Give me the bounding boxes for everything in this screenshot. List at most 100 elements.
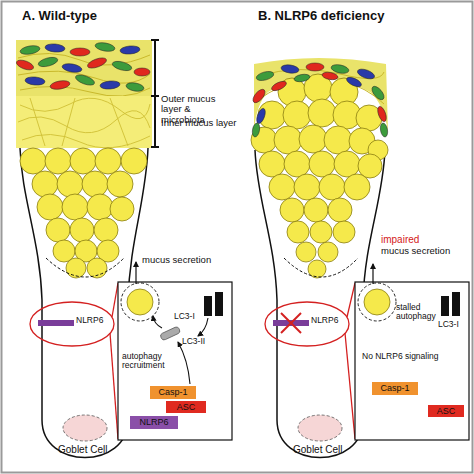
bacteria	[86, 56, 108, 70]
mucus-granules	[344, 174, 370, 200]
secretion-arrow	[372, 264, 373, 284]
bacteria	[294, 73, 311, 83]
deletion-cross	[281, 313, 301, 333]
mucus-granules	[62, 194, 88, 220]
bacteria	[134, 68, 150, 76]
mucus-granules	[296, 242, 316, 262]
inset-granule	[358, 283, 396, 321]
zoom-circle	[347, 283, 355, 317]
inner-mucus-layer	[16, 96, 152, 148]
inner-mucus-layer	[16, 96, 152, 148]
protein-label: NLRP6	[76, 316, 116, 325]
zoom-circle	[265, 283, 355, 439]
bacteria	[45, 43, 66, 53]
box-text: Casp-1	[378, 384, 411, 393]
lc3-bars	[452, 292, 460, 316]
mucus-granules	[20, 148, 46, 174]
lc3-bars	[204, 292, 223, 316]
mucus-granules	[324, 126, 352, 154]
mucus-granules	[259, 151, 285, 177]
mucus-granules	[46, 218, 70, 242]
autophagy-arrows	[153, 316, 208, 384]
bacteria	[15, 58, 35, 72]
protein-box: NLRP6	[130, 416, 178, 429]
inset-granule	[358, 283, 396, 321]
disrupted-mucus-layer	[254, 58, 388, 132]
bacteria	[306, 63, 324, 71]
mucus-granules	[70, 148, 96, 174]
box-text: Casp-1	[156, 388, 189, 397]
bacteria	[370, 84, 386, 101]
mucus-granules	[20, 148, 147, 278]
bacteria	[94, 41, 115, 52]
lc3-bars	[441, 292, 460, 316]
bacteria	[281, 64, 300, 74]
status-label: impaired	[381, 234, 441, 245]
nucleus	[298, 415, 342, 441]
inset-granule	[127, 289, 153, 315]
mucus-granules	[284, 151, 310, 177]
cell-label: Goblet Cell	[58, 444, 128, 455]
mucus-granules	[280, 198, 304, 222]
bacteria	[49, 79, 70, 90]
panel-title: B. NLRP6 deficiency	[258, 9, 458, 23]
layer-bracket	[154, 40, 156, 147]
outer-mucus-layer	[16, 40, 152, 96]
lc3-membrane	[160, 326, 181, 341]
protein-label: LC3-I	[174, 312, 204, 321]
mucus-granules	[309, 151, 335, 177]
mucus-granules	[121, 148, 147, 174]
bacteria	[100, 80, 121, 90]
mucus-granules	[66, 258, 86, 278]
mucus-granules	[82, 171, 108, 197]
lc3-bars	[215, 292, 223, 316]
mucus-granules	[107, 171, 133, 197]
layer-bracket	[151, 39, 159, 41]
mucus-granules	[110, 197, 134, 221]
deletion-cross	[281, 313, 301, 333]
secretion-arrow	[373, 264, 374, 284]
autophagy-arrows	[178, 342, 190, 384]
bacteria	[120, 45, 141, 55]
mucus-granules	[304, 198, 328, 222]
granule-membrane	[284, 258, 358, 277]
zoom-circle	[345, 333, 355, 439]
granule-membrane	[284, 258, 358, 277]
mucus-granules	[32, 171, 58, 197]
inset-box	[118, 282, 232, 440]
secretion-arrow	[135, 262, 136, 284]
layer-label: Inner mucus layer	[161, 118, 237, 128]
bacteria	[345, 75, 362, 88]
mucus-granules	[45, 148, 71, 174]
secretion-arrow	[136, 262, 137, 284]
mucus-granules	[333, 221, 355, 243]
bacteria	[251, 63, 389, 138]
mucus-granules	[251, 74, 388, 278]
mucus-granules	[287, 221, 309, 243]
mucus-granules	[294, 174, 320, 200]
zoom-circle	[110, 333, 118, 439]
protein-box: Casp-1	[372, 382, 418, 395]
inner-mucus-layer	[18, 98, 150, 148]
mucus-granules	[95, 148, 121, 174]
bacteria	[61, 62, 82, 73]
bacteria	[379, 122, 388, 137]
mucus-granules	[310, 221, 332, 243]
mucus-granules	[299, 125, 327, 153]
mucus-granules	[334, 151, 360, 177]
mucus-granules	[283, 101, 311, 129]
inset-box	[355, 282, 469, 440]
protein-label: LC3-II	[182, 337, 222, 346]
granule-membrane	[46, 258, 124, 277]
process-label: mucus secretion	[381, 246, 471, 256]
mucus-granules	[318, 242, 338, 262]
nucleus	[63, 415, 107, 441]
mucus-granules	[87, 194, 113, 220]
zoom-circle	[112, 283, 118, 317]
nlrp6-bar	[38, 320, 74, 326]
protein-label: LC3-I	[438, 320, 468, 329]
protein-box: ASC	[428, 405, 464, 417]
